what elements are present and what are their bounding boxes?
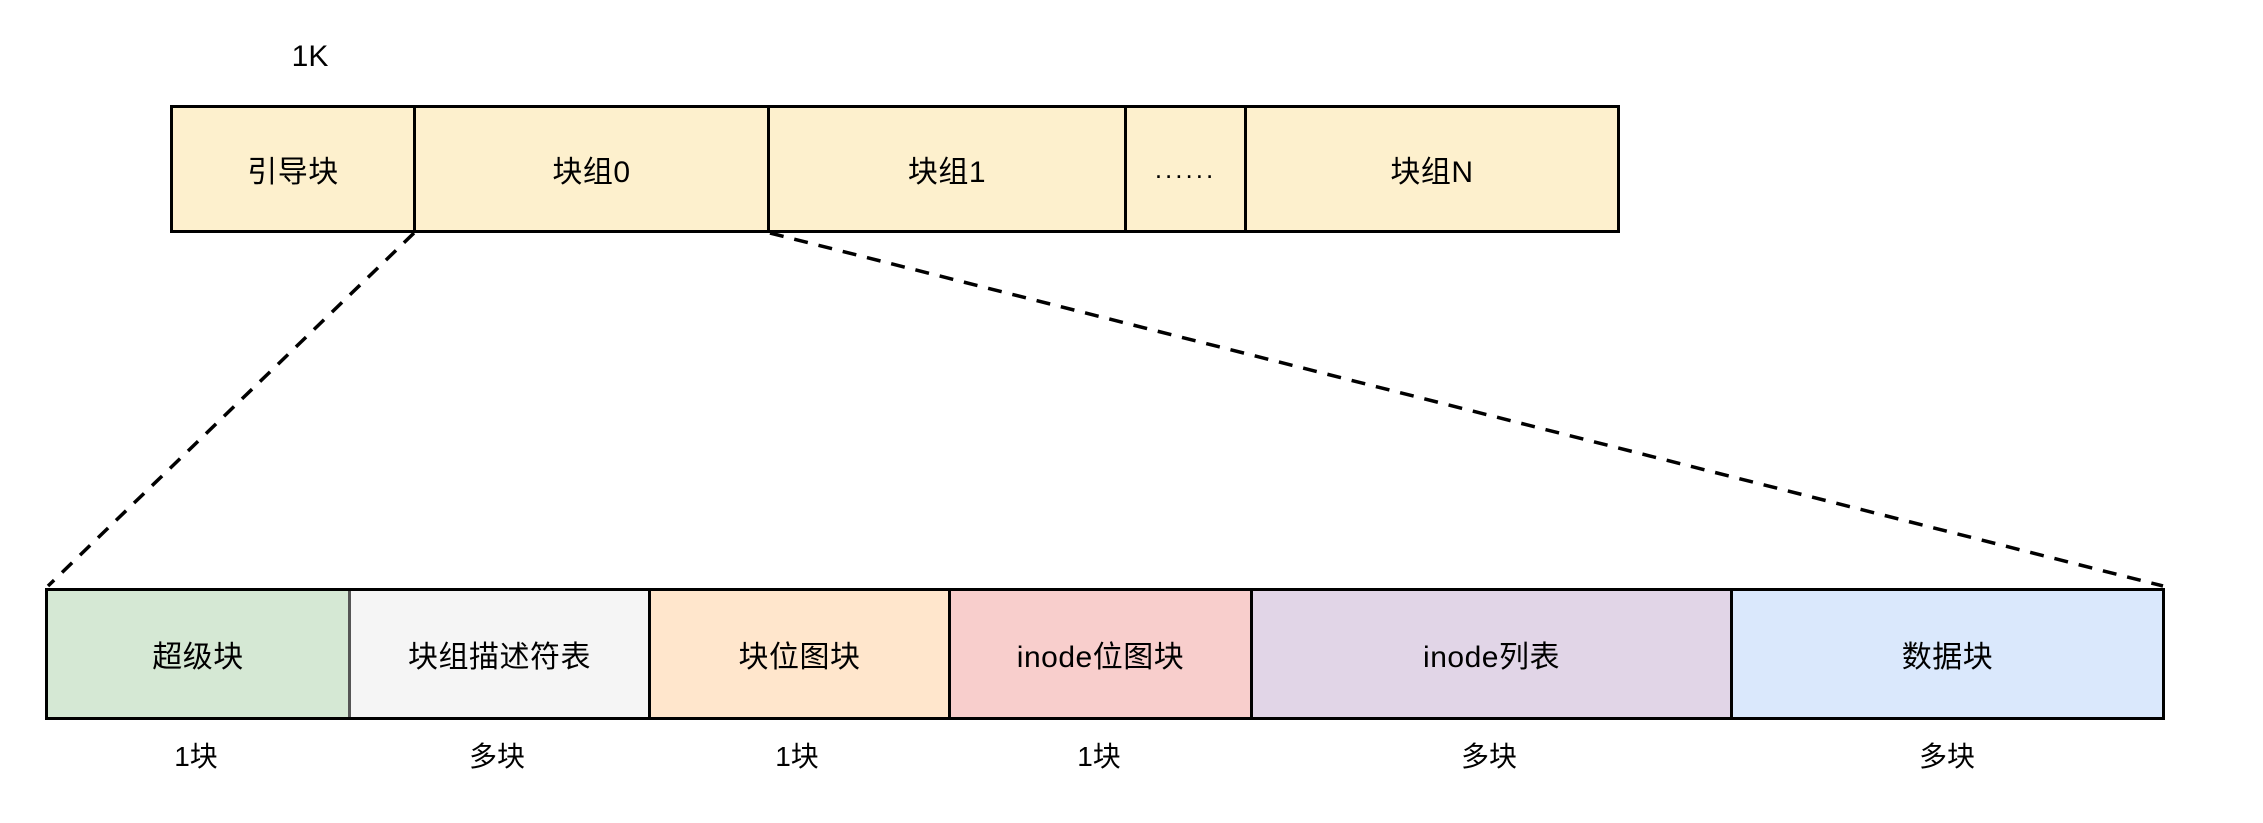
block-group-size-inode-table: 多块 xyxy=(1460,741,1518,772)
block-group-segment-label: inode位图块 xyxy=(1016,641,1185,674)
block-group-size-super-block: 1块 xyxy=(174,741,218,772)
block-group-segment-group-descriptor-table[interactable]: 块组描述符表 xyxy=(348,591,648,717)
block-group-size-inode-bitmap: 1块 xyxy=(1077,741,1121,772)
block-group-segment-label: 块组描述符表 xyxy=(408,641,591,674)
block-group-segment-data-blocks[interactable]: 数据块 xyxy=(1730,591,2162,717)
block-group-segment-block-bitmap[interactable]: 块位图块 xyxy=(648,591,948,717)
block-group-segment-label: inode列表 xyxy=(1423,641,1560,674)
disk-segment-boot-block[interactable]: 引导块 xyxy=(173,108,413,230)
block-group-segment-super-block[interactable]: 超级块 xyxy=(48,591,348,717)
block-group-layout-bar: 超级块 块组描述符表 块位图块 inode位图块 inode列表 数据块 xyxy=(45,588,2165,720)
disk-segment-block-group-n[interactable]: 块组N xyxy=(1244,108,1617,230)
block-group-segment-label: 超级块 xyxy=(152,641,244,674)
block-group-segment-inode-table[interactable]: inode列表 xyxy=(1250,591,1730,717)
size-annotation-1k: 1K xyxy=(291,40,329,73)
disk-segment-label: 块组N xyxy=(1390,156,1474,189)
block-group-segment-label: 数据块 xyxy=(1901,641,1994,674)
disk-segment-block-group-1[interactable]: 块组1 xyxy=(767,108,1124,230)
disk-segment-label: 块组1 xyxy=(907,156,987,189)
disk-segment-label: 引导块 xyxy=(247,156,339,189)
disk-layout-bar: 引导块 块组0 块组1 ...... 块组N xyxy=(170,105,1620,233)
block-group-size-block-bitmap: 1块 xyxy=(775,741,819,772)
block-group-segment-label: 块位图块 xyxy=(738,641,861,674)
block-group-segment-inode-bitmap[interactable]: inode位图块 xyxy=(948,591,1250,717)
disk-segment-ellipsis: ...... xyxy=(1124,108,1244,230)
block-group-size-data-blocks: 多块 xyxy=(1918,741,1976,772)
ellipsis-label: ...... xyxy=(1154,153,1217,184)
block-group-size-group-descriptor-table: 多块 xyxy=(468,741,526,772)
connector-right-line xyxy=(769,231,2164,588)
disk-segment-label: 块组0 xyxy=(552,156,631,189)
connector-left-line xyxy=(46,231,416,588)
disk-segment-block-group-0[interactable]: 块组0 xyxy=(413,108,767,230)
